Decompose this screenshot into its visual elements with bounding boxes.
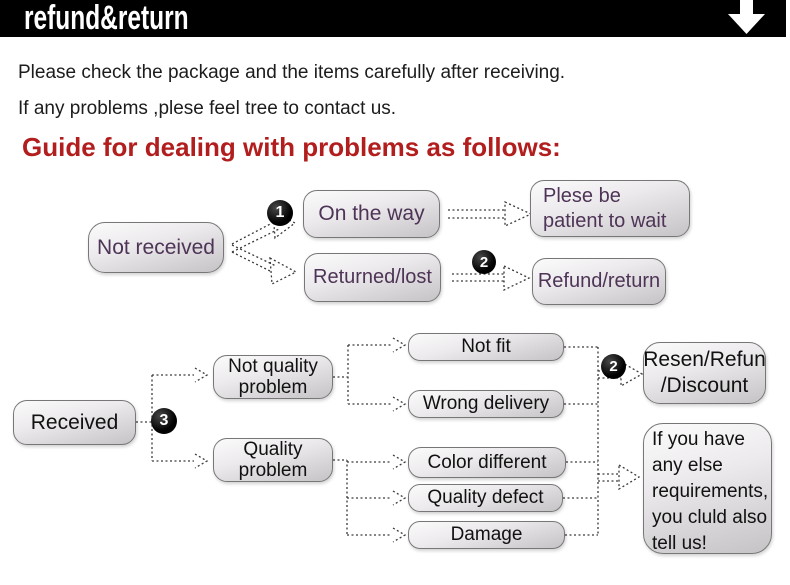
node-label-line1: Plese be	[543, 184, 621, 207]
node-label: Wrong delivery	[422, 393, 550, 414]
node-please-be-patient: Plese be patient to wait	[530, 180, 690, 237]
node-damage: Damage	[408, 521, 565, 549]
intro-line-1: Please check the package and the items c…	[18, 62, 566, 83]
banner-title: refund&return	[24, 0, 189, 37]
node-label-line1: Quality	[243, 439, 303, 460]
node-label-line2: /Discount	[660, 374, 749, 397]
step-badge-2b: 2	[601, 354, 626, 379]
note-line4: you cluld also	[652, 507, 768, 528]
section-heading: Guide for dealing with problems as follo…	[22, 132, 561, 162]
node-label: Color different	[427, 451, 547, 473]
node-label: On the way	[318, 202, 425, 225]
node-label: Not fit	[461, 336, 511, 357]
step-badge-1: 1	[267, 200, 293, 226]
node-quality-defect: Quality defect	[408, 484, 563, 512]
node-not-quality-problem: Not quality problem	[213, 355, 333, 399]
note-line3: requirements,	[652, 481, 769, 502]
intro-line-2: If any problems ,plese feel tree to cont…	[18, 98, 397, 119]
node-label-line1: Not quality	[228, 356, 318, 377]
node-label-line2: problem	[238, 377, 308, 398]
node-label-line2: patient to wait	[543, 209, 667, 232]
node-other-requirements-note: If you have any else requirements, you c…	[643, 423, 772, 554]
node-received: Received	[13, 400, 136, 445]
step-badge-2: 2	[472, 250, 496, 274]
node-refund-return: Refund/return	[532, 258, 666, 305]
node-label: Not received	[97, 235, 215, 259]
node-label: Refund/return	[537, 270, 661, 292]
node-wrong-delivery: Wrong delivery	[408, 390, 564, 418]
note-line5: tell us!	[652, 533, 707, 554]
node-label: Returned/lost	[313, 266, 432, 288]
node-label: Received	[30, 410, 119, 434]
node-color-different: Color different	[408, 447, 566, 478]
step-badge-3: 3	[151, 408, 177, 434]
note-line1: If you have	[652, 429, 745, 450]
down-arrow-icon	[728, 0, 765, 34]
node-label: Damage	[450, 524, 523, 545]
node-label-line2: problem	[238, 460, 308, 481]
node-not-fit: Not fit	[408, 333, 564, 361]
node-resend-refund-discount: Resen/Refun /Discount	[643, 342, 766, 404]
node-label: Quality defect	[427, 487, 544, 508]
banner: refund&return	[0, 0, 786, 37]
node-not-received: Not received	[88, 222, 224, 273]
note-line2: any else	[652, 455, 723, 476]
node-label-line1: Resen/Refun	[643, 348, 766, 371]
node-on-the-way: On the way	[303, 190, 440, 238]
node-returned-lost: Returned/lost	[304, 253, 441, 302]
node-quality-problem: Quality problem	[213, 438, 333, 482]
